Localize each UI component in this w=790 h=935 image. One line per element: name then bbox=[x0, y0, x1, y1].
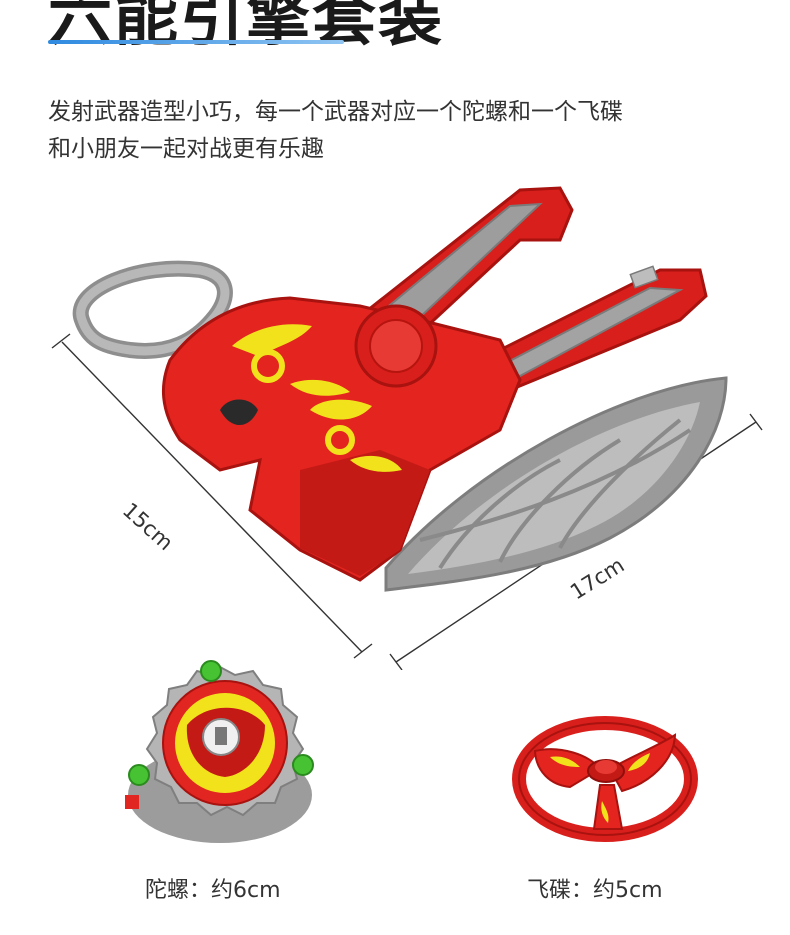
description-line-2: 和小朋友一起对战更有乐趣 bbox=[48, 136, 324, 162]
spinning-top-icon bbox=[125, 660, 314, 843]
red-launcher-body-icon bbox=[161, 296, 522, 582]
description-line-1: 发射武器造型小巧，每一个武器对应一个陀螺和一个飞碟 bbox=[48, 99, 623, 125]
launcher-weapon-illustration bbox=[51, 186, 763, 670]
dimension-line-15cm bbox=[51, 333, 373, 659]
flying-disc-icon bbox=[512, 716, 698, 842]
description: 发射武器造型小巧，每一个武器对应一个陀螺和一个飞碟 和小朋友一起对战更有乐趣 bbox=[48, 94, 748, 168]
flying-disc-caption: 飞碟：约5cm bbox=[527, 878, 663, 903]
grey-blade-icon bbox=[384, 376, 728, 592]
title-underline bbox=[48, 40, 344, 44]
spinning-top-caption: 陀螺：约6cm bbox=[145, 878, 281, 903]
handle-ring-icon bbox=[72, 260, 233, 359]
page-title: 六能引擎套装 bbox=[48, 0, 444, 55]
